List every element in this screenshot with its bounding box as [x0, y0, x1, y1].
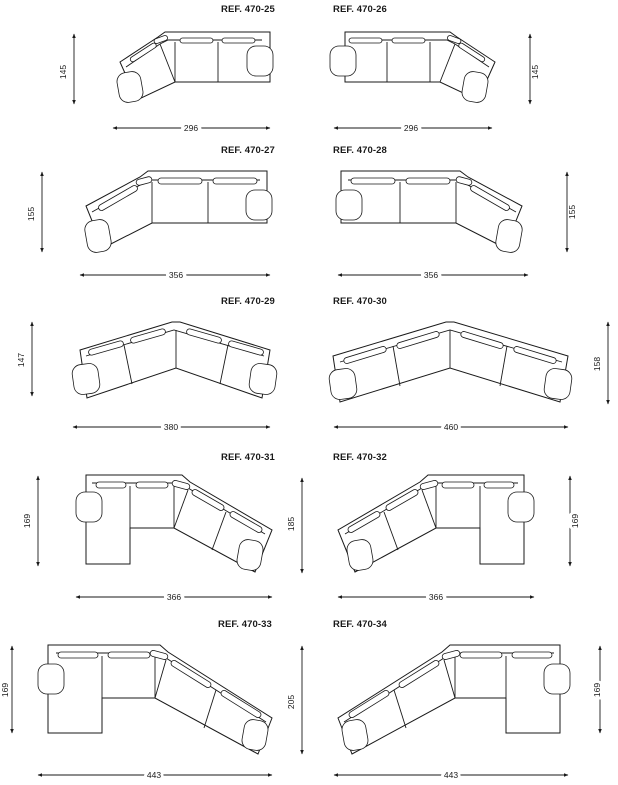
svg-text:185: 185 [286, 517, 296, 531]
dim-470-30: 158 460 [333, 321, 610, 435]
ref-label-470-30: REF. 470-30 [333, 296, 387, 307]
svg-text:443: 443 [147, 770, 161, 780]
ref-label-470-27: REF. 470-27 [221, 145, 275, 156]
dim-470-33: 169 205 443 [0, 645, 304, 783]
dim-470-27: 155 356 [26, 171, 271, 283]
dim-470-26: 145 296 [333, 33, 540, 136]
ref-label-470-28: REF. 470-28 [333, 145, 387, 156]
svg-text:380: 380 [164, 422, 178, 432]
svg-text:366: 366 [429, 592, 443, 602]
svg-text:366: 366 [167, 592, 181, 602]
svg-text:460: 460 [444, 422, 458, 432]
sofa-470-32 [337, 474, 535, 573]
sofa-470-30 [328, 321, 573, 403]
dim-470-31: 169 185 366 [22, 475, 304, 605]
dim-470-34: 169 443 [333, 645, 605, 783]
sofa-470-28 [335, 170, 523, 253]
svg-text:205: 205 [286, 695, 296, 709]
svg-text:158: 158 [592, 357, 602, 371]
sofa-470-34 [337, 644, 571, 755]
sofa-470-29 [71, 321, 278, 399]
dim-470-29: 147 380 [16, 321, 271, 435]
ref-label-470-34: REF. 470-34 [333, 619, 387, 630]
dim-470-28: 155 356 [337, 171, 577, 283]
svg-text:147: 147 [16, 353, 26, 367]
svg-text:169: 169 [0, 683, 10, 697]
dim-470-25: 145 296 [58, 33, 271, 136]
svg-text:356: 356 [169, 270, 183, 280]
sofa-470-26 [329, 31, 496, 103]
svg-text:145: 145 [530, 65, 540, 79]
dim-470-32: 169 366 [337, 475, 583, 605]
sofa-470-31 [75, 474, 273, 573]
svg-text:155: 155 [567, 205, 577, 219]
ref-label-470-25: REF. 470-25 [221, 4, 275, 15]
svg-text:169: 169 [570, 514, 580, 528]
ref-label-470-26: REF. 470-26 [333, 4, 387, 15]
svg-text:155: 155 [26, 207, 36, 221]
sofa-470-25 [116, 31, 274, 103]
svg-text:443: 443 [444, 770, 458, 780]
svg-text:145: 145 [58, 65, 68, 79]
ref-label-470-33: REF. 470-33 [218, 619, 272, 630]
svg-text:296: 296 [184, 123, 198, 133]
svg-text:169: 169 [22, 514, 32, 528]
sofa-470-27 [84, 170, 273, 253]
svg-text:356: 356 [424, 270, 438, 280]
sofa-470-33 [37, 644, 273, 755]
ref-label-470-32: REF. 470-32 [333, 452, 387, 463]
ref-label-470-31: REF. 470-31 [221, 452, 275, 463]
svg-text:169: 169 [592, 683, 602, 697]
svg-text:296: 296 [404, 123, 418, 133]
ref-label-470-29: REF. 470-29 [221, 296, 275, 307]
